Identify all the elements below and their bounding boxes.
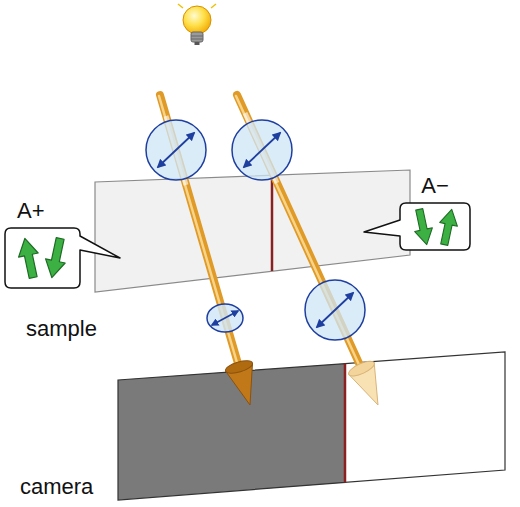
sample-sheet xyxy=(95,170,410,292)
callout-heading: A+ xyxy=(17,200,45,222)
callout-box: A− xyxy=(400,203,470,250)
dark-region xyxy=(118,364,345,500)
callout-box: A+ xyxy=(5,228,80,288)
polarization-ellipse xyxy=(232,120,292,180)
callout-bubble xyxy=(364,203,470,250)
bright-region xyxy=(345,352,505,482)
sample-plane xyxy=(95,170,410,292)
divider-line xyxy=(344,364,347,483)
polarization-ellipse xyxy=(146,120,206,180)
part-label: camera xyxy=(20,476,93,498)
part-label: sample xyxy=(26,318,97,340)
callout-bubble xyxy=(5,228,120,288)
polarization-ellipse xyxy=(207,304,243,332)
polarization-ellipse xyxy=(305,280,365,340)
divider-line xyxy=(271,175,274,271)
callout-heading: A− xyxy=(421,175,449,197)
light-bulb xyxy=(178,4,216,45)
camera-plane xyxy=(118,352,505,500)
